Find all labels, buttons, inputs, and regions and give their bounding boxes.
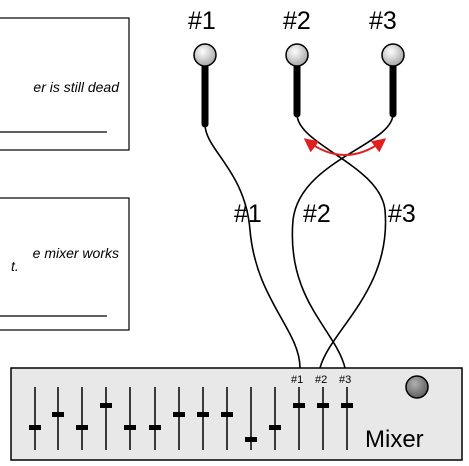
fader-6[interactable] [149,387,161,450]
fader-9[interactable] [221,387,233,450]
cable-2 [296,113,387,369]
mic-2-label: #2 [283,7,311,35]
fader-10[interactable] [245,387,257,450]
mixer-label: Mixer [365,426,424,453]
cable-1 [204,123,301,369]
cable-2-label: #2 [303,200,331,228]
note-box-1: er is still dead [0,17,130,151]
mixer-channel-3-label: #3 [339,374,351,386]
fader-5[interactable] [124,387,136,450]
note-box-2: e mixer works t. [0,197,130,331]
fader-7[interactable] [173,387,185,450]
mic-2-head [285,43,309,67]
fader-2[interactable] [52,387,64,450]
note-2-line-1: e mixer works [33,245,119,261]
mic-3-label: #3 [369,7,397,35]
microphone-3 [381,43,405,118]
fader-3[interactable] [76,387,88,450]
mic-3-head [381,43,405,67]
cable-3-label: #3 [388,200,416,228]
fader-13[interactable] [317,387,329,450]
fader-11[interactable] [269,387,281,450]
mixer-channel-2-label: #2 [315,374,327,386]
note-2-line-2: t. [11,258,19,274]
mixer-faders [29,387,353,450]
fader-8[interactable] [197,387,209,450]
fader-12[interactable] [293,387,305,450]
fader-14[interactable] [341,387,353,450]
mixer: #1 #2 #3 Mixer [10,367,463,461]
note-1-line-1: er is still dead [33,79,120,95]
cable-1-label: #1 [234,200,262,228]
fader-1[interactable] [29,387,41,450]
mixer-body [10,367,463,461]
microphone-2 [285,43,309,118]
mixer-channel-1-label: #1 [291,374,303,386]
mic-1-head [193,43,217,67]
microphone-1 [193,43,217,128]
fader-4[interactable] [100,387,112,450]
mic-1-label: #1 [188,7,216,35]
mixer-knob[interactable] [405,375,429,399]
swap-arrow [303,138,387,156]
cable-3 [291,113,394,369]
